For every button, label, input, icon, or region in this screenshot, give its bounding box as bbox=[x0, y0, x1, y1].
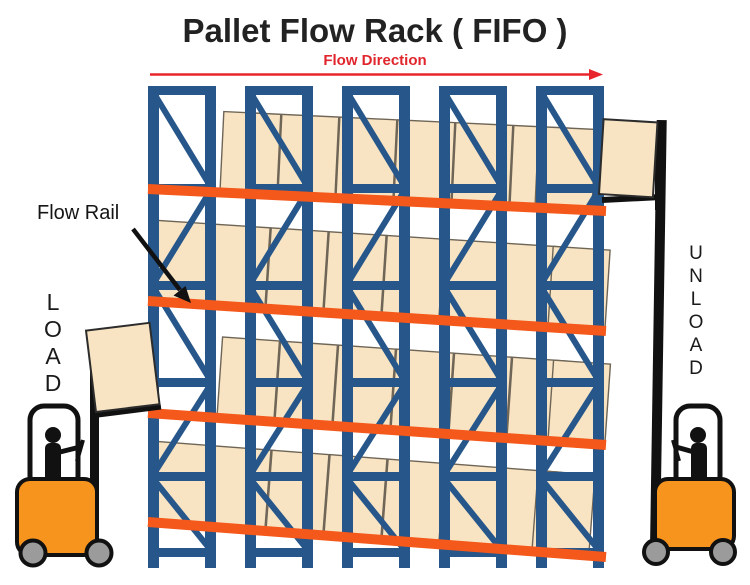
rack-beam bbox=[536, 184, 604, 193]
rack-beam bbox=[439, 378, 507, 387]
rack-beam bbox=[536, 378, 604, 387]
forklift-right-mast bbox=[650, 119, 667, 549]
diagonal-brace bbox=[346, 288, 406, 380]
rack-beam bbox=[148, 378, 216, 387]
wheel bbox=[709, 538, 737, 566]
load-label: L O A D bbox=[44, 289, 62, 396]
forklift-left-fork bbox=[97, 404, 162, 418]
rack-beam bbox=[342, 548, 410, 557]
rack-beam bbox=[439, 281, 507, 290]
rack-beam bbox=[245, 378, 313, 387]
flow-rail-label: Flow Rail bbox=[37, 202, 120, 224]
rack-beam bbox=[342, 184, 410, 193]
rack-beam bbox=[439, 184, 507, 193]
rack-beam bbox=[342, 86, 410, 95]
control-lever bbox=[75, 439, 85, 462]
loose-pallets bbox=[84, 118, 659, 414]
rack-beam bbox=[245, 86, 313, 95]
diagonal-brace bbox=[540, 385, 600, 474]
diagonal-brace bbox=[346, 93, 406, 186]
driver-head bbox=[690, 427, 706, 443]
pallet bbox=[265, 449, 330, 536]
rack-post bbox=[439, 86, 450, 568]
flow-rail-arrow-shaft bbox=[131, 227, 182, 292]
pallet-being-unloaded bbox=[597, 118, 659, 199]
flow-direction-arrow bbox=[150, 69, 603, 80]
diagonal-brace bbox=[443, 93, 503, 186]
pallet-being-loaded bbox=[84, 321, 161, 414]
flow-rail bbox=[147, 296, 607, 336]
diagonal-brace bbox=[152, 479, 212, 550]
rack-beam bbox=[536, 472, 604, 481]
diagonal-brace bbox=[443, 288, 503, 380]
rack-beam bbox=[148, 86, 216, 95]
rack-beam bbox=[245, 472, 313, 481]
rack-post bbox=[399, 86, 410, 568]
flow-rails bbox=[147, 184, 607, 562]
diagonal-brace bbox=[152, 385, 212, 474]
control-lever bbox=[671, 439, 681, 462]
rack-post bbox=[148, 86, 159, 568]
diagonal-brace bbox=[540, 93, 600, 186]
diagonal-brace bbox=[249, 93, 309, 186]
driver-arm bbox=[59, 444, 81, 455]
rack-beam bbox=[245, 548, 313, 557]
driver-head bbox=[45, 427, 61, 443]
rack-beam bbox=[439, 548, 507, 557]
unload-label: U N L O A D bbox=[688, 243, 704, 379]
driver-arm bbox=[675, 444, 695, 455]
rack-beam bbox=[342, 472, 410, 481]
rack-beam bbox=[148, 548, 216, 557]
driver-body bbox=[691, 443, 707, 487]
forklift-right-carriage bbox=[655, 146, 663, 210]
rack-beam bbox=[342, 281, 410, 290]
rack-post bbox=[342, 86, 353, 568]
forklift-right-body bbox=[653, 477, 736, 551]
diagonal-brace bbox=[540, 288, 600, 380]
rack-beam bbox=[148, 472, 216, 481]
forklift-right bbox=[601, 119, 737, 566]
diagonal-brace bbox=[249, 191, 309, 283]
rack-post bbox=[302, 86, 313, 568]
rack-post bbox=[245, 86, 256, 568]
wheel bbox=[84, 538, 114, 568]
wheel bbox=[642, 538, 670, 566]
rack-post bbox=[205, 86, 216, 568]
rack-beam bbox=[536, 281, 604, 290]
flow-rail-arrowhead bbox=[173, 286, 191, 303]
diagonal-brace bbox=[443, 479, 503, 550]
driver-body bbox=[45, 443, 61, 487]
pallet bbox=[381, 234, 445, 320]
rack-beam bbox=[439, 472, 507, 481]
forklift-left bbox=[15, 345, 162, 568]
forklift-left-body bbox=[15, 477, 99, 557]
diagonal-brace bbox=[540, 479, 600, 550]
flow-direction-arrowhead bbox=[589, 69, 603, 80]
flow-rail bbox=[147, 408, 607, 450]
flow-rail-pointer-arrow bbox=[131, 227, 191, 303]
rack-beam bbox=[245, 281, 313, 290]
flow-rail bbox=[147, 184, 607, 216]
rack-beam bbox=[439, 86, 507, 95]
flow-direction-label: Flow Direction bbox=[323, 52, 427, 69]
rack-beam bbox=[342, 378, 410, 387]
diagonal-brace bbox=[249, 385, 309, 474]
page-title: Pallet Flow Rack ( FIFO ) bbox=[182, 12, 568, 49]
flow-rail bbox=[147, 517, 607, 562]
rack-beam bbox=[245, 184, 313, 193]
diagonal-brace bbox=[443, 385, 503, 474]
forklift-left-mast bbox=[90, 345, 99, 548]
diagonal-brace bbox=[346, 191, 406, 283]
diagonal-brace bbox=[152, 93, 212, 186]
wheel bbox=[18, 538, 48, 568]
rack-beam bbox=[536, 86, 604, 95]
rack-beam bbox=[148, 281, 216, 290]
